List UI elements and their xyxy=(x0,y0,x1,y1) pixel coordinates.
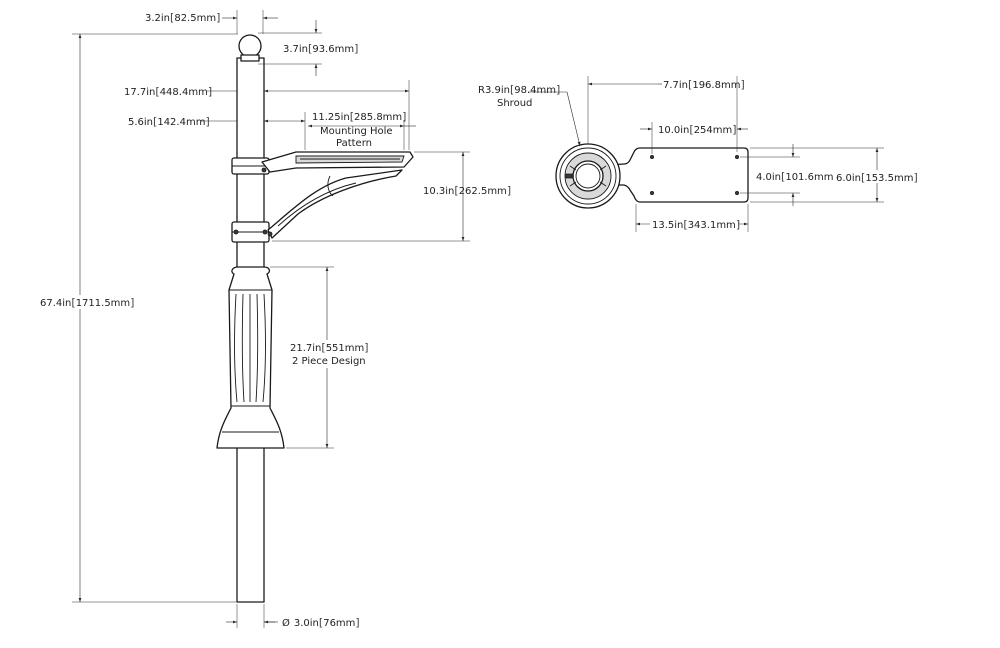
finial-height-label: 3.7in[93.6mm] xyxy=(283,42,358,55)
finial-ball xyxy=(238,34,262,58)
finial-neck xyxy=(240,54,260,62)
plate-hole-spacing-label: 10.0in[254mm] xyxy=(658,123,737,136)
total-height-label: 67.4in[1711.5mm] xyxy=(40,296,134,309)
plate-hole-vertical-label: 4.0in[101.6mm] xyxy=(756,170,838,183)
shroud-radius-label: R3.9in[98.4mm] xyxy=(478,83,560,96)
finial-width-label: 3.2in[82.5mm] xyxy=(145,11,220,24)
top-post xyxy=(572,160,604,192)
shroud-body xyxy=(216,266,285,449)
plate-hole-offset-label: 7.7in[196.8mm] xyxy=(663,78,745,91)
arm-length-label: 17.7in[448.4mm] xyxy=(124,85,212,98)
top-mounting-plate xyxy=(609,147,749,203)
mount-offset-label: 5.6in[142.4mm] xyxy=(128,115,210,128)
shroud-height-label: 21.7in[551mm] xyxy=(290,341,369,354)
side-view-dimensions: 3.2in[82.5mm] 3.7in[93.6mm] 17.7in[448.4… xyxy=(38,10,511,629)
top-view xyxy=(555,143,749,209)
shroud-height-caption: 2 Piece Design xyxy=(292,356,366,367)
shroud-radius-caption: Shroud xyxy=(497,98,532,109)
top-view-dimensions: R3.9in[98.4mm] Shroud 7.7in[196.8mm] 10.… xyxy=(478,76,918,232)
bracket-arm xyxy=(267,169,403,239)
plate-hole xyxy=(650,154,655,159)
mount-pattern-caption-2: Pattern xyxy=(336,138,372,149)
plate-length-label: 13.5in[343.1mm] xyxy=(652,218,740,231)
bracket-height-label: 10.3in[262.5mm] xyxy=(423,184,511,197)
mount-pattern-label: 11.25in[285.8mm] xyxy=(312,110,406,123)
bracket-bolt xyxy=(261,167,267,173)
plate-width-label: 6.0in[153.5mm] xyxy=(836,171,918,184)
collar-bolt xyxy=(233,229,239,235)
mount-pattern-caption-1: Mounting Hole xyxy=(320,126,393,137)
lower-post xyxy=(236,445,265,603)
post-side-view xyxy=(216,34,414,603)
